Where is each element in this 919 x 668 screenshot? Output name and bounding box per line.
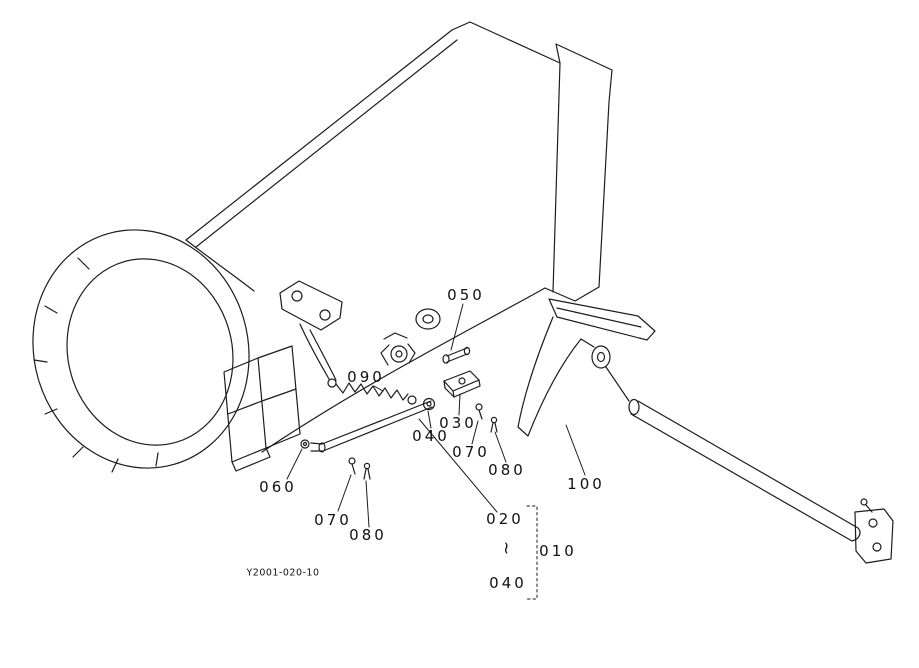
callout-080-left: 080 [349,526,387,544]
assembly-range-bracket [526,505,538,600]
tension-spring-090 [327,378,417,405]
lever-and-rod-100 [517,298,894,564]
callout-100: 100 [567,475,605,493]
callout-060: 060 [259,478,297,496]
gearbox-case [185,21,613,453]
callout-040-lower: 040 [489,574,527,592]
callout-070-left: 070 [314,511,352,529]
bell-housing-flange [32,229,250,473]
roller-bracket [380,332,416,366]
range-tilde-glyph: ~ [496,540,516,556]
callout-080-right: 080 [488,461,526,479]
callout-020: 020 [486,510,524,528]
leader-lines [286,303,586,528]
pin-part-050 [442,346,471,364]
callout-030: 030 [439,414,477,432]
case-bracket [279,280,343,381]
case-boss [415,308,441,330]
callout-010: 010 [539,542,577,560]
callout-040-upper: 040 [412,427,450,445]
callout-070-right: 070 [452,443,490,461]
mounting-rails [223,345,301,472]
drawing-code: Y2001-020-10 [246,567,320,579]
callout-090: 090 [347,368,385,386]
callout-050: 050 [447,286,485,304]
linkage-rod-assembly [300,370,498,480]
